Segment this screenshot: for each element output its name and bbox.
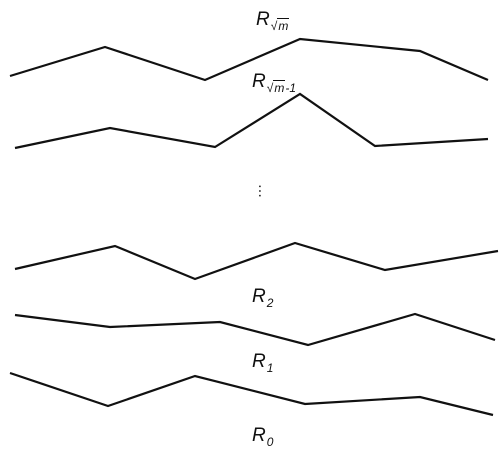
label-subscript-suffix: -1: [285, 81, 296, 95]
chain-r-0: [9, 371, 494, 417]
label-r-sqrt-m-minus-1: R√m-1: [252, 71, 296, 95]
chain-r-sqrt-m: [9, 37, 489, 82]
label-subscript: 0: [266, 435, 274, 449]
chain-r-sqrt-m-minus-1: [14, 92, 489, 150]
label-r-2: R2: [252, 286, 273, 309]
vertical-ellipsis: …: [255, 184, 271, 198]
chain-r-1: [14, 312, 496, 347]
label-r-0: R0: [252, 425, 273, 448]
label-subscript: m: [277, 18, 290, 33]
label-r-1: R1: [252, 351, 273, 374]
label-base: R: [252, 351, 266, 372]
root-sign: √: [270, 19, 278, 33]
label-r-sqrt-m: R√m: [256, 9, 290, 33]
label-subscript: m: [273, 80, 286, 95]
label-base: R: [256, 9, 270, 30]
label-base: R: [252, 286, 266, 307]
chain-r-2: [14, 241, 499, 281]
label-subscript: 2: [266, 296, 274, 310]
label-base: R: [252, 425, 266, 446]
label-subscript: 1: [266, 361, 274, 375]
label-base: R: [252, 71, 266, 92]
root-sign: √: [266, 81, 274, 95]
